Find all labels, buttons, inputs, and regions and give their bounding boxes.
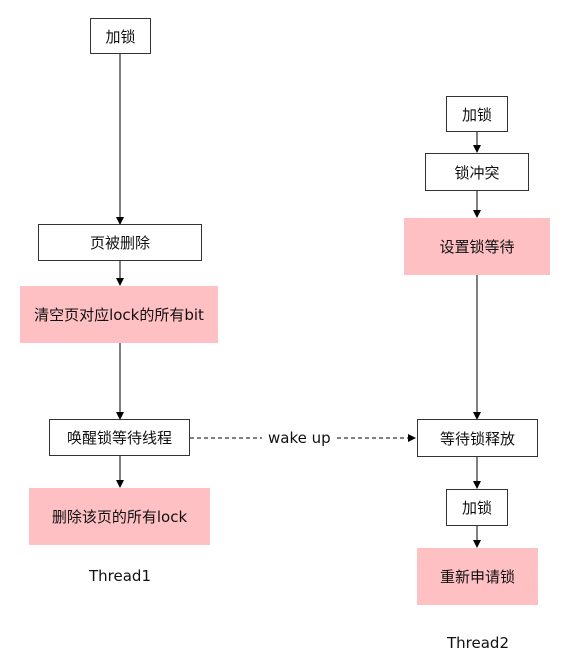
t2-conflict-label: 锁冲突: [454, 163, 500, 182]
t2-lock-label: 加锁: [461, 105, 492, 124]
wake-up-edge-label: wake up: [262, 428, 337, 448]
t2-relock-label: 加锁: [461, 499, 492, 517]
t1-page-deleted-label: 页被删除: [89, 234, 150, 252]
t1-lock-node: 加锁: [90, 18, 151, 54]
t2-conflict-node: 锁冲突: [425, 153, 529, 191]
t2-set-wait-node: 设置锁等待: [404, 218, 550, 275]
thread1-caption: Thread1: [89, 567, 151, 585]
t2-lock-node: 加锁: [446, 96, 508, 132]
t1-wake-waiters-node: 唤醒锁等待线程: [49, 419, 190, 456]
t2-request-again-node: 重新申请锁: [417, 548, 538, 605]
t2-set-wait-label: 设置锁等待: [439, 238, 515, 256]
t1-delete-locks-node: 删除该页的所有lock: [29, 488, 210, 545]
t1-wake-waiters-label: 唤醒锁等待线程: [66, 429, 172, 447]
t1-clear-bits-node: 清空页对应lock的所有bit: [20, 286, 218, 343]
t2-relock-node: 加锁: [446, 489, 508, 526]
t2-wait-release-label: 等待锁释放: [439, 429, 515, 448]
thread2-caption: Thread2: [447, 634, 509, 652]
t1-delete-locks-label: 删除该页的所有lock: [51, 508, 188, 526]
t2-request-again-label: 重新申请锁: [439, 568, 515, 586]
t1-clear-bits-label: 清空页对应lock的所有bit: [34, 306, 204, 324]
t1-lock-label: 加锁: [105, 27, 136, 46]
t2-wait-release-node: 等待锁释放: [417, 419, 538, 457]
t1-page-deleted-node: 页被删除: [38, 224, 202, 261]
